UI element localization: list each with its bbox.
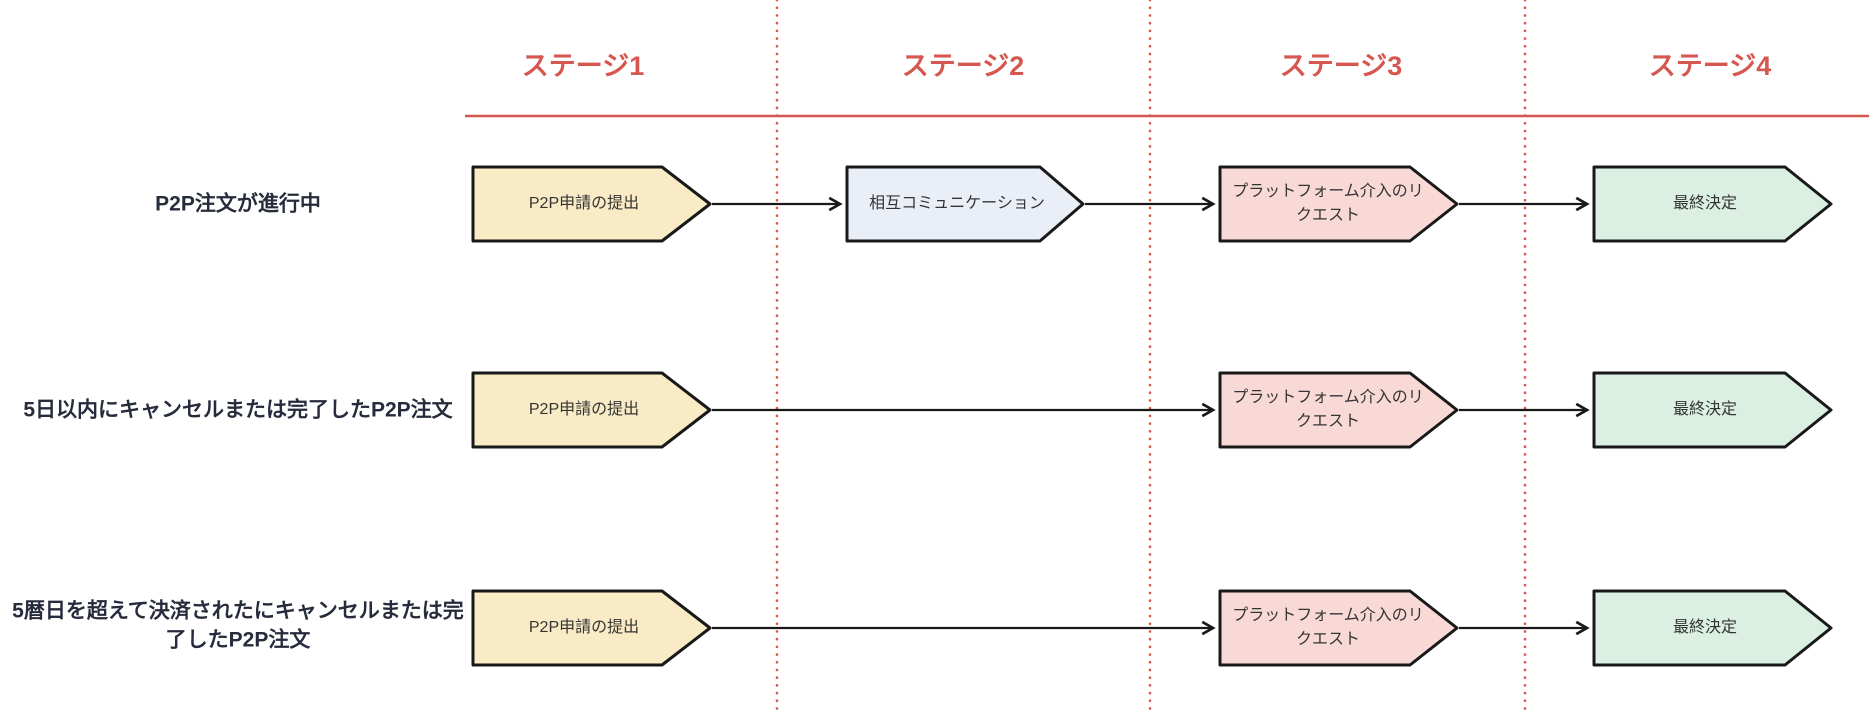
step-label: プラットフォーム介入のリクエスト [1232, 389, 1424, 430]
step-label: P2P申請の提出 [528, 195, 640, 212]
step-shape-row1-communication [845, 165, 1085, 243]
step-shape-row3-intervention [1218, 589, 1459, 667]
step-shape-row2-submission [471, 371, 712, 449]
step-label: 最終決定 [1672, 619, 1737, 636]
stage-header-3: ステージ3 [1279, 51, 1403, 81]
step-label: 相互コミュニケーション [869, 195, 1045, 212]
stage-header-2: ステージ2 [901, 51, 1025, 81]
row-label-3: 5暦日を超えて決済されたにキャンセルまたは完了したP2P注文 [12, 599, 464, 652]
row-label-2: 5日以内にキャンセルまたは完了したP2P注文 [23, 398, 453, 422]
step-label: P2P申請の提出 [528, 619, 640, 636]
step-shape-row1-submission [471, 165, 712, 243]
row-label-1: P2P注文が進行中 [155, 192, 321, 216]
step-label: P2P申請の提出 [528, 401, 640, 418]
step-label: プラットフォーム介入のリクエスト [1232, 183, 1424, 224]
step-shape-row2-final [1592, 371, 1833, 449]
stage-header-4: ステージ4 [1648, 51, 1772, 81]
step-label: 最終決定 [1672, 195, 1737, 212]
step-shape-row2-intervention [1218, 371, 1459, 449]
step-label: 最終決定 [1672, 401, 1737, 418]
step-shape-row3-final [1592, 589, 1833, 667]
step-shape-row3-submission [471, 589, 712, 667]
step-label: プラットフォーム介入のリクエスト [1232, 607, 1424, 648]
step-shape-row1-intervention [1218, 165, 1459, 243]
step-shape-row1-final [1592, 165, 1833, 243]
stage-header-1: ステージ1 [521, 51, 645, 81]
